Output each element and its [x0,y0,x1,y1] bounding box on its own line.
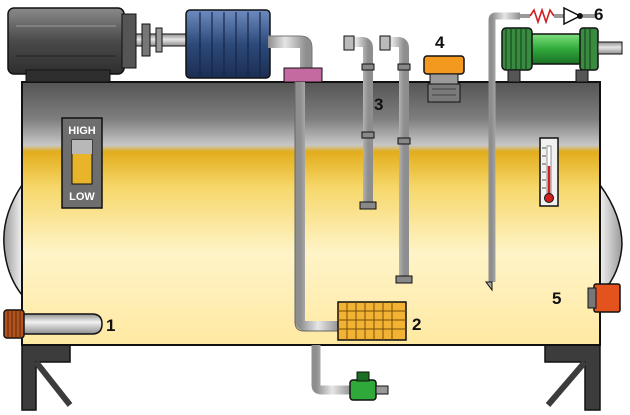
callout-strainer: 2 [412,315,421,334]
level-gauge-low-label: LOW [69,191,95,203]
pump-outlet-pipe [268,36,312,70]
thermometer [539,137,559,207]
tank-legs [21,344,601,411]
bottom-drain-valve [311,345,389,401]
return-lines [343,35,413,284]
filter-return-pipe [485,6,599,292]
hydraulic-pump [185,9,271,79]
left-end-cap [3,182,23,298]
reservoir-tank [21,81,601,346]
pump-mounting-gasket [283,67,323,83]
check-valve-icon [563,6,582,26]
callout-return-lines: 3 [374,95,383,114]
suction-strainer [337,301,407,341]
right-end-cap [599,182,623,297]
drain-plug [587,283,621,313]
return-filter [501,27,623,83]
immersion-heater [3,309,103,339]
level-gauge [61,117,103,209]
check-valve-spring-icon [529,7,555,25]
shaft-coupling [135,23,187,57]
callout-drain: 5 [552,289,561,308]
breather-cap [423,55,465,103]
electric-motor [7,7,137,83]
callout-heater: 1 [106,316,115,335]
level-gauge-high-label: HIGH [68,125,96,137]
callout-breather: 4 [435,33,445,52]
callout-filter-valve: 6 [594,5,603,24]
suction-pipe [295,82,340,331]
